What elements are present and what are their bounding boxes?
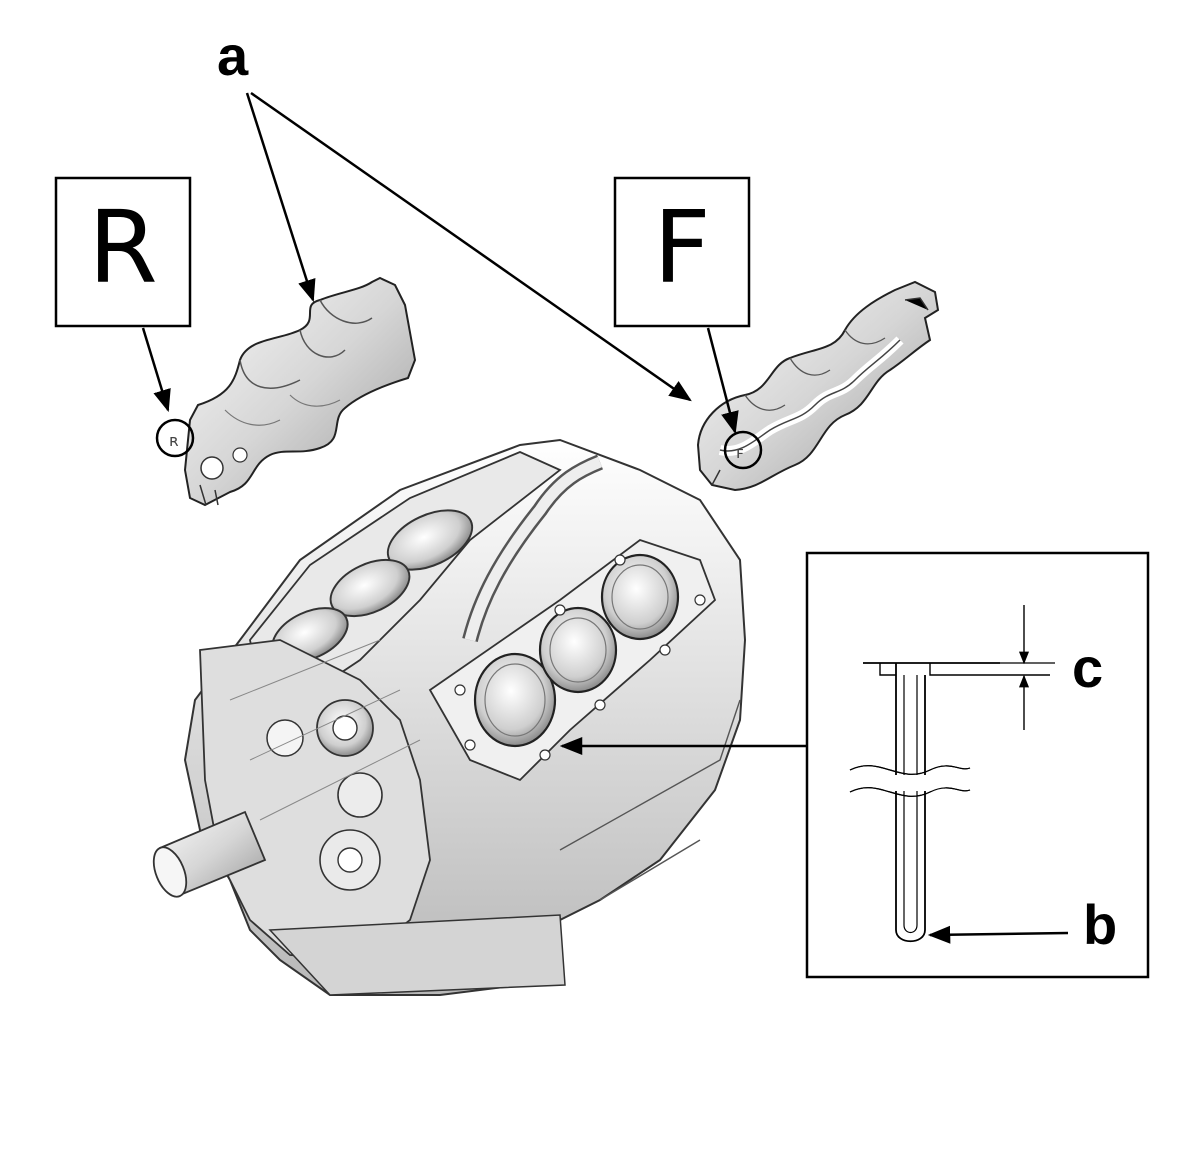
- leader-lines: [141, 91, 1069, 944]
- front-mark-arrow: [706, 327, 739, 435]
- callout-b-arrow: [927, 925, 1069, 944]
- front-label-box: [613, 176, 751, 328]
- callout-a-arrow-front: [250, 91, 692, 402]
- callout-a-arrow-rear: [245, 92, 316, 303]
- detail-inset-box: [805, 551, 1150, 979]
- front-mark-letter: F: [653, 189, 711, 306]
- rear-mark-emboss: ʀ: [169, 431, 179, 450]
- rear-mark-circle: [155, 418, 195, 458]
- front-mark-circle: [723, 430, 763, 470]
- callout-a-label: a: [217, 24, 249, 87]
- rear-mark-arrow: [141, 327, 171, 413]
- callout-c-label: c: [1072, 636, 1104, 699]
- front-mark-emboss: ꜰ: [736, 443, 744, 462]
- rear-water-jacket-spacer: [183, 276, 417, 507]
- dimension-c-marker: [1000, 605, 1055, 730]
- rear-label-box: [54, 176, 192, 328]
- callout-b-label: b: [1083, 893, 1118, 956]
- rear-mark-letter: R: [88, 189, 158, 306]
- engine-block: [152, 438, 747, 996]
